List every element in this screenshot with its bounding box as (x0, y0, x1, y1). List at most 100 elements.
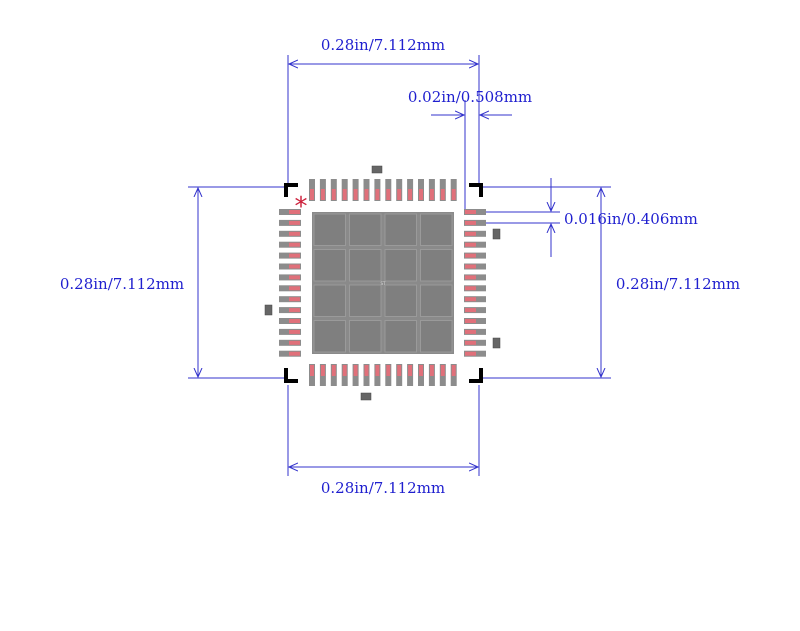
component-pad-left (264, 304, 273, 316)
thermal-pad-cell (384, 284, 417, 317)
corner-top-left (284, 183, 298, 197)
component-pad-top (371, 165, 383, 174)
thermal-pad-cell (349, 249, 382, 282)
pad-left-copper-2 (289, 220, 300, 225)
pad-top-copper-12 (429, 189, 434, 200)
thermal-pad-cell (313, 249, 346, 282)
thermal-pad-cell (313, 320, 346, 353)
pads-top-row (309, 179, 457, 201)
pad-width-dimension: 0.016in/0.406mm (480, 178, 698, 257)
pad-width-label: 0.016in/0.406mm (564, 210, 698, 228)
pad-right-copper-7 (465, 275, 476, 280)
pads-left-column (279, 209, 301, 357)
component-pad-right-lower (492, 337, 501, 349)
pin1-marker: * (295, 192, 308, 222)
pad-top-copper-4 (342, 189, 347, 200)
pad-left-copper-7 (289, 275, 300, 280)
pad-bottom-copper-4 (342, 365, 347, 376)
pad-bottom-copper-8 (386, 365, 391, 376)
pad-left-copper-6 (289, 264, 300, 269)
pad-top-copper-11 (419, 189, 423, 200)
pad-right-copper-2 (465, 220, 476, 225)
thermal-pad-cell (349, 213, 382, 246)
nearby-component-pads (264, 165, 501, 401)
pad-right-copper-1 (465, 210, 476, 214)
pad-bottom-copper-3 (331, 365, 336, 376)
thermal-pad-cell (384, 249, 417, 282)
pad-left-copper-12 (289, 329, 300, 334)
pad-left-copper-9 (289, 297, 300, 302)
pad-left-copper-14 (289, 351, 300, 356)
corner-bottom-left (284, 368, 298, 383)
pad-top-copper-6 (364, 189, 369, 200)
thermal-pad-cell (313, 284, 346, 317)
pad-top-copper-2 (320, 189, 325, 200)
corner-bottom-right (469, 368, 483, 383)
pad-bottom-copper-6 (364, 365, 369, 376)
thermal-pad-cell (384, 320, 417, 353)
pad-right-copper-8 (465, 286, 476, 291)
courtyard-corners (284, 183, 483, 383)
pad-top-copper-3 (331, 189, 336, 200)
pad-bottom-copper-13 (440, 365, 445, 376)
pad-right-copper-5 (465, 253, 476, 258)
pad-top-copper-1 (310, 189, 314, 200)
center-label: ST (381, 281, 387, 286)
pad-right-copper-11 (465, 319, 476, 323)
thermal-pad-cell (313, 213, 346, 246)
pad-left-copper-5 (289, 253, 300, 258)
pad-bottom-copper-10 (408, 365, 413, 376)
pad-right-copper-4 (465, 242, 476, 247)
pad-top-copper-8 (386, 189, 391, 200)
bottom-width-dimension: 0.28in/7.112mm (287, 385, 480, 497)
bottom-width-label: 0.28in/7.112mm (321, 479, 445, 497)
pitch-label: 0.02in/0.508mm (408, 88, 532, 106)
corner-top-right (469, 183, 483, 197)
pad-top-copper-13 (440, 189, 445, 200)
pad-left-copper-8 (289, 286, 300, 291)
component-pad-bottom (360, 392, 372, 401)
pad-bottom-copper-9 (397, 365, 402, 376)
thermal-pad-cell (420, 320, 453, 353)
pad-right-copper-3 (465, 231, 476, 236)
pad-top-copper-10 (408, 189, 413, 200)
pad-bottom-copper-7 (375, 365, 380, 376)
pad-top-copper-5 (353, 189, 358, 200)
pad-top-copper-9 (397, 189, 402, 200)
thermal-pad-cell (420, 284, 453, 317)
pad-bottom-copper-12 (429, 365, 434, 376)
pad-left-copper-1 (289, 210, 300, 214)
thermal-pad-cell (349, 284, 382, 317)
right-height-dimension: 0.28in/7.112mm (481, 186, 740, 379)
pad-right-copper-6 (465, 264, 476, 269)
pad-bottom-copper-11 (419, 365, 423, 376)
thermal-pad-cell (349, 320, 382, 353)
pad-top-copper-7 (375, 189, 380, 200)
left-height-label: 0.28in/7.112mm (60, 275, 184, 293)
pads-bottom-row (309, 364, 457, 386)
pad-bottom-copper-14 (451, 365, 456, 376)
pad-bottom-copper-2 (320, 365, 325, 376)
component-pad-right-upper (492, 228, 501, 240)
pad-left-copper-11 (289, 319, 300, 323)
pad-left-copper-13 (289, 340, 300, 345)
pad-left-copper-3 (289, 231, 300, 236)
pad-right-copper-14 (465, 351, 476, 356)
pad-right-copper-13 (465, 340, 476, 345)
pad-bottom-copper-5 (353, 365, 358, 376)
pad-top-copper-14 (451, 189, 456, 200)
left-height-dimension: 0.28in/7.112mm (60, 186, 285, 379)
pad-bottom-copper-1 (310, 365, 314, 376)
thermal-pad-cell (420, 213, 453, 246)
thermal-pad-cell (420, 249, 453, 282)
pad-right-copper-9 (465, 297, 476, 302)
pitch-dimension: 0.02in/0.508mm (408, 88, 532, 210)
pad-left-copper-4 (289, 242, 300, 247)
pad-left-copper-10 (289, 308, 300, 313)
right-height-label: 0.28in/7.112mm (616, 275, 740, 293)
exposed-thermal-pad (312, 212, 454, 354)
thermal-pad-cell (384, 213, 417, 246)
top-width-dimension: 0.28in/7.112mm (287, 36, 480, 185)
top-width-label: 0.28in/7.112mm (321, 36, 445, 54)
